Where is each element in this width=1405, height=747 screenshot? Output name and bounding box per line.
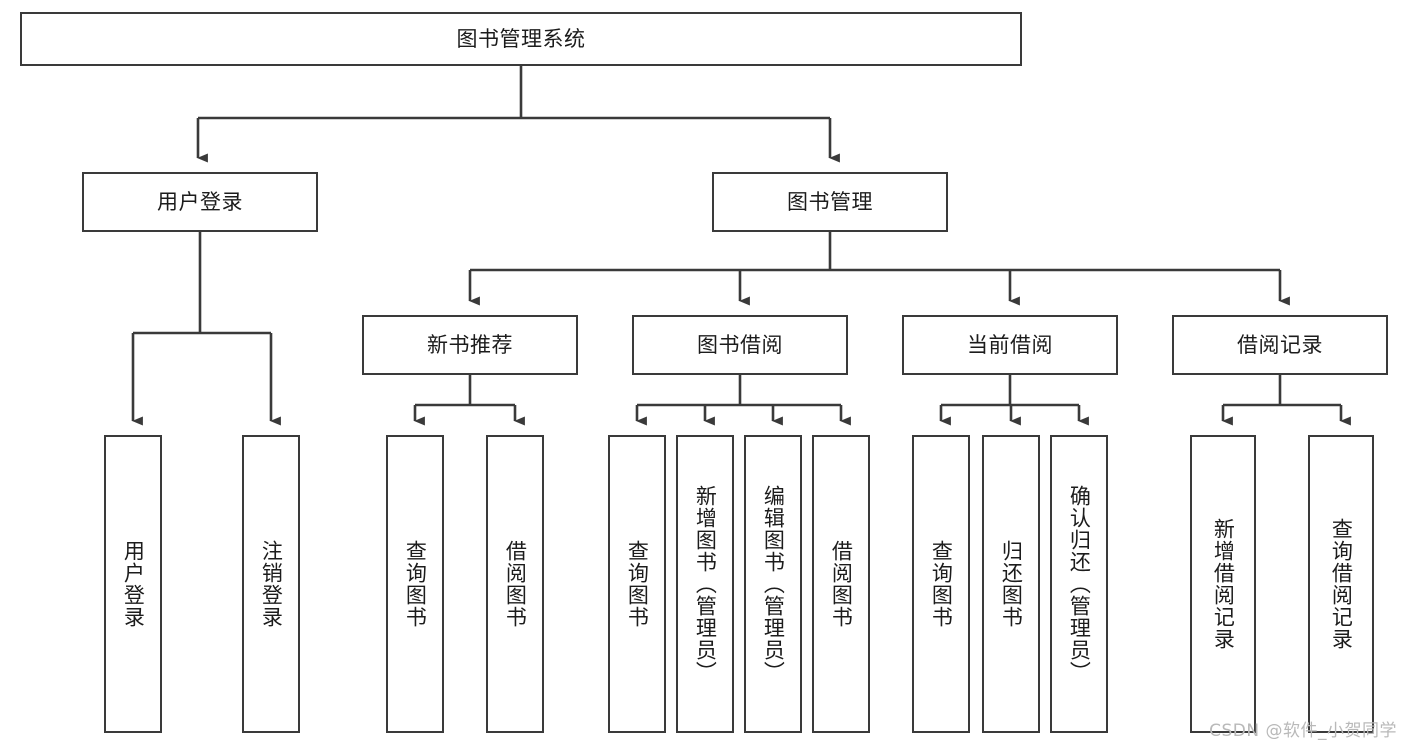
csdn-watermark: CSDN @软件_小贺同学 bbox=[1209, 721, 1397, 741]
leaf-edit-book-admin[interactable]: 编辑图书（管理员） bbox=[744, 435, 802, 733]
node-book-management[interactable]: 图书管理 bbox=[712, 172, 948, 232]
leaf-borrow-books-recommendation[interactable]: 借阅图书 bbox=[486, 435, 544, 733]
leaf-query-books-current[interactable]: 查询图书 bbox=[912, 435, 970, 733]
leaf-confirm-return-admin-label: 确认归还（管理员） bbox=[1067, 485, 1092, 683]
node-current-borrowing[interactable]: 当前借阅 bbox=[902, 315, 1118, 375]
leaf-user-login-label: 用户登录 bbox=[121, 540, 146, 628]
leaf-borrow-books-borrowing[interactable]: 借阅图书 bbox=[812, 435, 870, 733]
leaf-add-borrow-record-label: 新增借阅记录 bbox=[1211, 518, 1236, 650]
leaf-borrow-books-recommendation-label: 借阅图书 bbox=[503, 540, 528, 628]
leaf-logout[interactable]: 注销登录 bbox=[242, 435, 300, 733]
leaf-query-borrow-record[interactable]: 查询借阅记录 bbox=[1308, 435, 1374, 733]
leaf-query-books-borrowing[interactable]: 查询图书 bbox=[608, 435, 666, 733]
leaf-add-book-admin[interactable]: 新增图书（管理员） bbox=[676, 435, 734, 733]
node-root[interactable]: 图书管理系统 bbox=[20, 12, 1022, 66]
node-book-borrowing[interactable]: 图书借阅 bbox=[632, 315, 848, 375]
leaf-return-books[interactable]: 归还图书 bbox=[982, 435, 1040, 733]
node-user-login-label: 用户登录 bbox=[157, 189, 243, 214]
node-root-label: 图书管理系统 bbox=[456, 26, 586, 51]
node-new-book-recommendation-label: 新书推荐 bbox=[427, 332, 513, 357]
leaf-logout-label: 注销登录 bbox=[259, 540, 284, 628]
leaf-confirm-return-admin[interactable]: 确认归还（管理员） bbox=[1050, 435, 1108, 733]
leaf-query-books-current-label: 查询图书 bbox=[929, 540, 954, 628]
node-new-book-recommendation[interactable]: 新书推荐 bbox=[362, 315, 578, 375]
leaf-query-books-recommendation-label: 查询图书 bbox=[403, 540, 428, 628]
leaf-add-borrow-record[interactable]: 新增借阅记录 bbox=[1190, 435, 1256, 733]
node-book-borrowing-label: 图书借阅 bbox=[697, 332, 783, 357]
leaf-add-book-admin-label: 新增图书（管理员） bbox=[693, 485, 718, 683]
node-borrowing-records-label: 借阅记录 bbox=[1237, 332, 1323, 357]
node-book-management-label: 图书管理 bbox=[787, 189, 873, 214]
leaf-return-books-label: 归还图书 bbox=[999, 540, 1024, 628]
leaf-query-books-recommendation[interactable]: 查询图书 bbox=[386, 435, 444, 733]
node-current-borrowing-label: 当前借阅 bbox=[967, 332, 1053, 357]
node-borrowing-records[interactable]: 借阅记录 bbox=[1172, 315, 1388, 375]
leaf-borrow-books-borrowing-label: 借阅图书 bbox=[829, 540, 854, 628]
node-user-login[interactable]: 用户登录 bbox=[82, 172, 318, 232]
leaf-user-login[interactable]: 用户登录 bbox=[104, 435, 162, 733]
leaf-edit-book-admin-label: 编辑图书（管理员） bbox=[761, 485, 786, 683]
leaf-query-books-borrowing-label: 查询图书 bbox=[625, 540, 650, 628]
leaf-query-borrow-record-label: 查询借阅记录 bbox=[1329, 518, 1354, 650]
